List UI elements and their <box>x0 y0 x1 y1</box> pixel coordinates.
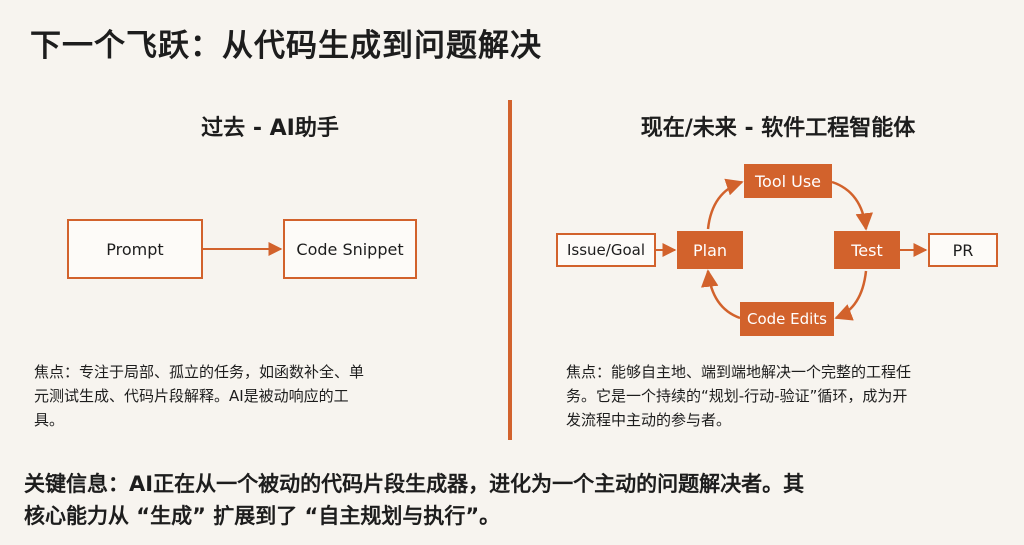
past-focus-line: 元测试生成、代码片段解释。AI是被动响应的工 <box>34 387 349 405</box>
prompt-box: Prompt <box>67 219 203 279</box>
future-focus-line: 务。它是一个持续的“规划-行动-验证”循环，成为开 <box>566 387 908 405</box>
test-to-code-edits-arrow <box>834 270 868 321</box>
key-message: 关键信息：AI正在从一个被动的代码片段生成器，进化为一个主动的问题解决者。其 核… <box>24 468 1000 532</box>
past-focus-line: 焦点：专注于局部、孤立的任务，如函数补全、单 <box>34 363 365 381</box>
code-edits-to-plan-arrow <box>700 269 741 320</box>
tool-use-box: Tool Use <box>744 164 832 198</box>
issue-goal-box: Issue/Goal <box>556 233 656 267</box>
past-focus-line: 具。 <box>34 411 65 429</box>
past-focus-note: 焦点：专注于局部、孤立的任务，如函数补全、单 元测试生成、代码片段解释。AI是被… <box>34 360 484 432</box>
column-divider <box>508 100 512 440</box>
future-focus-note: 焦点：能够自主地、端到端地解决一个完整的工程任 务。它是一个持续的“规划-行动-… <box>566 360 1016 432</box>
code-snippet-box: Code Snippet <box>283 219 417 279</box>
future-focus-line: 发流程中主动的参与者。 <box>566 411 732 429</box>
future-heading: 现在/未来 - 软件工程智能体 <box>640 116 916 141</box>
key-message-line: 核心能力从 “生成” 扩展到了 “自主规划与执行”。 <box>24 504 501 528</box>
tool-use-to-test-arrow <box>831 180 874 231</box>
plan-to-tool-use-arrow <box>706 178 744 230</box>
plan-box: Plan <box>677 231 743 269</box>
test-box: Test <box>834 231 900 269</box>
key-message-line: 关键信息：AI正在从一个被动的代码片段生成器，进化为一个主动的问题解决者。其 <box>24 472 805 496</box>
pr-box: PR <box>928 233 998 267</box>
code-edits-box: Code Edits <box>740 302 834 336</box>
future-focus-line: 焦点：能够自主地、端到端地解决一个完整的工程任 <box>566 363 912 381</box>
past-heading: 过去 - AI助手 <box>201 116 339 141</box>
slide-title: 下一个飞跃：从代码生成到问题解决 <box>30 28 542 64</box>
